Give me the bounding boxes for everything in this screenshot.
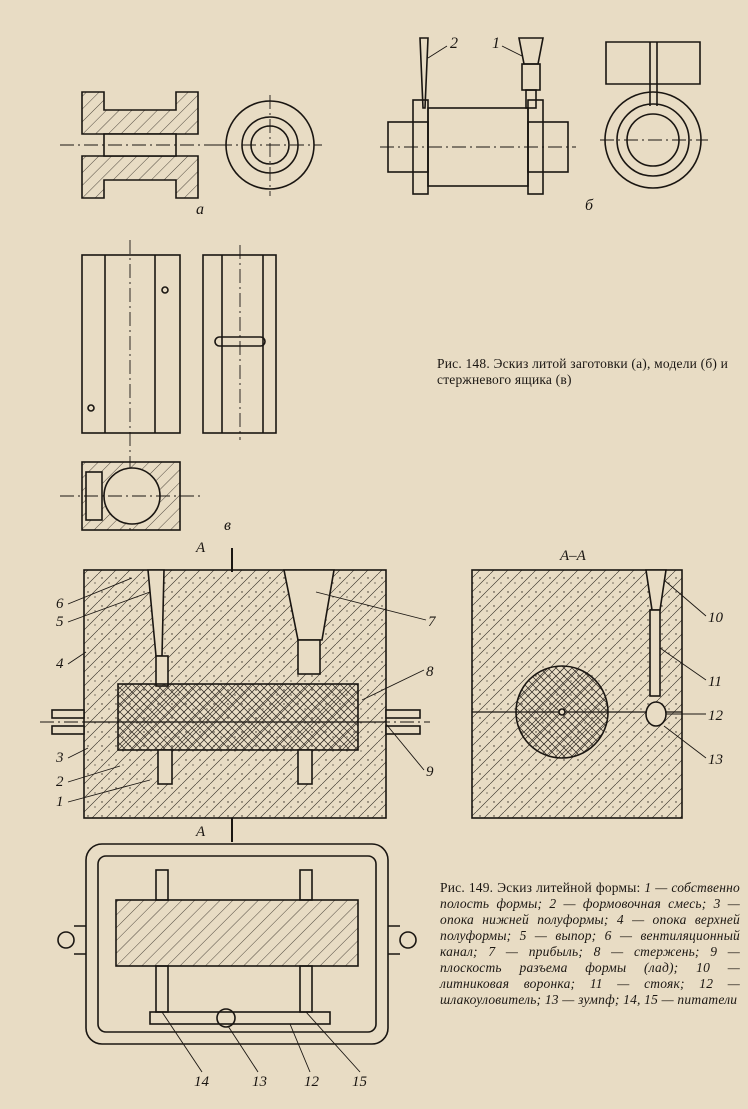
fig148a-label: а <box>196 201 204 218</box>
fig149-mould-section <box>40 548 430 842</box>
fig149-caption-title: Рис. 149. Эскиз литейной формы: <box>440 880 641 895</box>
callout-12: 12 <box>708 708 724 724</box>
plan-callouts: 14 13 12 15 <box>194 1074 368 1090</box>
fig149-section-aa <box>471 569 683 819</box>
callout-1: 1 <box>56 794 64 810</box>
fig148-caption: Рис. 148. Эскиз литой заготовки (а), мод… <box>437 356 729 387</box>
callout-14: 14 <box>194 1074 210 1090</box>
callout-12-plan: 12 <box>304 1074 320 1090</box>
callout-13: 13 <box>708 752 723 768</box>
callout-6: 6 <box>56 596 64 612</box>
callout-11: 11 <box>708 674 722 690</box>
fig149-plan-view <box>57 843 417 1045</box>
fig148b-callout-2: 2 <box>450 35 458 52</box>
callout-15: 15 <box>352 1074 368 1090</box>
fig149-callouts-left: 6 5 4 3 2 1 7 8 9 <box>55 596 437 810</box>
fig149-leaders <box>67 577 427 803</box>
callout-3: 3 <box>55 750 64 766</box>
fig148a-casting <box>60 91 322 199</box>
callout-8: 8 <box>426 664 434 680</box>
plan-leaders <box>161 1011 361 1073</box>
fig148b-model <box>380 37 708 195</box>
callout-10: 10 <box>708 610 724 626</box>
fig149-caption-body: 1 — собственно полость формы; 2 — формов… <box>440 880 740 1007</box>
callout-2: 2 <box>56 774 64 790</box>
leader-line <box>501 45 523 57</box>
fig148b-label: б <box>585 197 594 214</box>
section-mark-bottom: А <box>195 824 206 840</box>
callout-5: 5 <box>56 614 64 630</box>
callout-4: 4 <box>56 656 64 672</box>
callout-7: 7 <box>428 614 437 630</box>
section-aa-leaders <box>659 579 707 759</box>
section-aa-title: А–А <box>559 548 587 564</box>
callout-9: 9 <box>426 764 434 780</box>
fig149-caption: Рис. 149. Эскиз литейной формы: 1 — собс… <box>440 880 740 1008</box>
fig148v-core-box <box>60 240 277 531</box>
callout-13-plan: 13 <box>252 1074 267 1090</box>
fig148b-callout-1: 1 <box>492 35 500 52</box>
section-aa-callouts: 10 11 12 13 <box>708 610 724 768</box>
section-mark-top: А <box>195 540 206 556</box>
fig148v-label: в <box>224 517 231 534</box>
leader-line <box>427 45 448 59</box>
